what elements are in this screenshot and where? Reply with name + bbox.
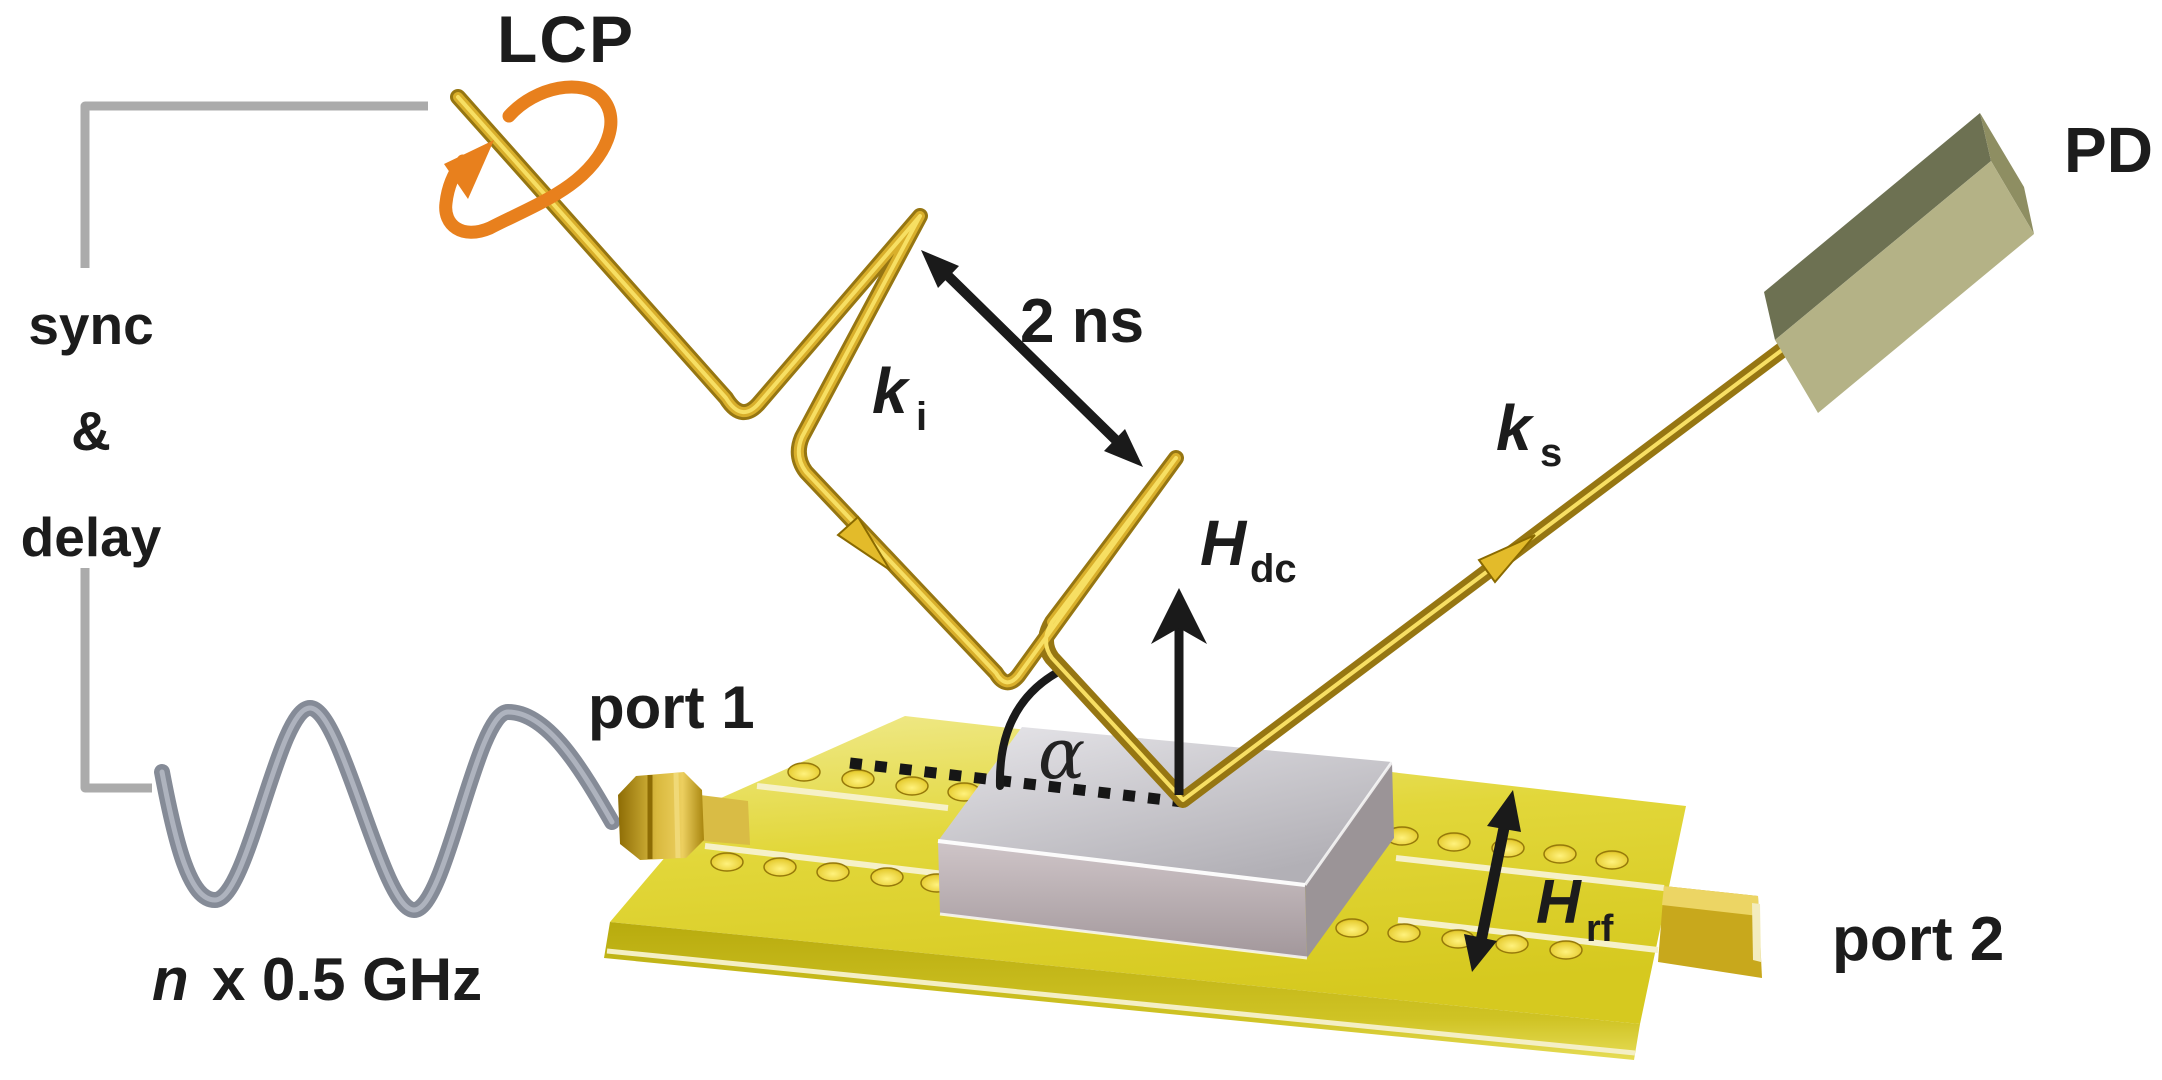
via-hole (816, 862, 850, 882)
via-holes (710, 762, 1629, 960)
port1-label: port 1 (588, 674, 755, 741)
via-hole (1549, 940, 1583, 960)
ks-label: k (1496, 392, 1535, 464)
sample-front-face (938, 841, 1307, 958)
polarization-loop-icon (439, 80, 618, 239)
ks-label-sub: s (1540, 431, 1562, 475)
cpw-gap-line (756, 783, 949, 811)
port2-label: port 2 (1832, 905, 2004, 974)
via-hole (1387, 923, 1421, 943)
polarization-loop-arc (439, 80, 618, 239)
port1-connector-sleeve (700, 795, 750, 845)
laser-beam (450, 89, 1790, 808)
sample-block (937, 727, 1394, 960)
pd-top-face (1764, 113, 1991, 340)
port2-connector (1658, 886, 1762, 978)
laser-beam-core (456, 95, 1784, 802)
sample-top-face (938, 727, 1392, 885)
via-hole (870, 867, 904, 887)
via-hole (1335, 918, 1369, 938)
via-hole (1495, 934, 1529, 954)
ki-label-sub: i (916, 395, 927, 439)
hrf-shaft (1474, 816, 1512, 948)
sample-edge-highlight (1303, 761, 1394, 886)
surface-dashed-line (849, 757, 1184, 808)
hdc-arrow (1151, 588, 1207, 795)
ks-direction-cone-icon (1477, 534, 1536, 584)
ki-label: k (872, 355, 911, 427)
hrf-head-up (1487, 790, 1521, 832)
polarization-arrowhead-icon (444, 140, 494, 199)
via-hole (1437, 832, 1471, 852)
hrf-label: H (1536, 868, 1582, 937)
hdc-arrowhead (1151, 588, 1207, 644)
port2-connector-top (1662, 886, 1759, 916)
pulse-spacing-shaft (934, 262, 1130, 454)
via-hole (1595, 850, 1629, 870)
pd-front-face (1775, 161, 2034, 413)
lcp-label: LCP (497, 2, 635, 76)
via-hole (841, 769, 875, 789)
ki-direction-cone-icon (836, 515, 891, 571)
plate-front-highlight (606, 948, 1636, 1056)
via-hole (787, 762, 821, 782)
pulse-spacing-head-up (921, 250, 959, 288)
hrf-arrow (1464, 790, 1521, 972)
sync-delay-bracket (80, 101, 428, 793)
hrf-head-down (1464, 934, 1497, 972)
port1-connector-nut (618, 772, 704, 860)
cpw-gap-line (1395, 855, 1665, 891)
alpha-label: α (1038, 713, 1085, 795)
sample-edge-highlight (937, 839, 1306, 887)
frequency-label: x 0.5 GHz (212, 946, 482, 1013)
nut-facet-line (673, 772, 681, 859)
port2-connector-end (1752, 903, 1761, 962)
cpw-gap-line (1397, 917, 1659, 953)
sync-delay-label-line1: sync (28, 294, 153, 356)
alpha-arc (995, 668, 1062, 790)
sync-delay-label-line3: delay (21, 506, 162, 568)
hdc-label-sub: dc (1250, 547, 1297, 591)
pulse-spacing-arrow (921, 250, 1143, 467)
photodetector (1764, 113, 2034, 413)
via-hole (763, 857, 797, 877)
sample-right-face (1305, 762, 1394, 958)
cpw-gap-line (704, 843, 945, 877)
via-hole (895, 776, 929, 796)
pulse-spacing-label: 2 ns (1020, 287, 1144, 356)
hdc-label: H (1200, 507, 1248, 579)
port1-connector (618, 772, 750, 860)
sync-delay-label-line2: & (71, 400, 111, 462)
sample-edge-highlight (939, 912, 1308, 960)
via-hole (710, 852, 744, 872)
via-hole (1543, 844, 1577, 864)
microwave-cable-sheen (159, 705, 615, 913)
pulse-spacing-head-down (1104, 429, 1143, 467)
pd-right-face (1980, 113, 2034, 234)
pd-label: PD (2064, 114, 2153, 186)
frequency-label-n: n (152, 946, 189, 1013)
hrf-label-sub: rf (1586, 908, 1614, 950)
